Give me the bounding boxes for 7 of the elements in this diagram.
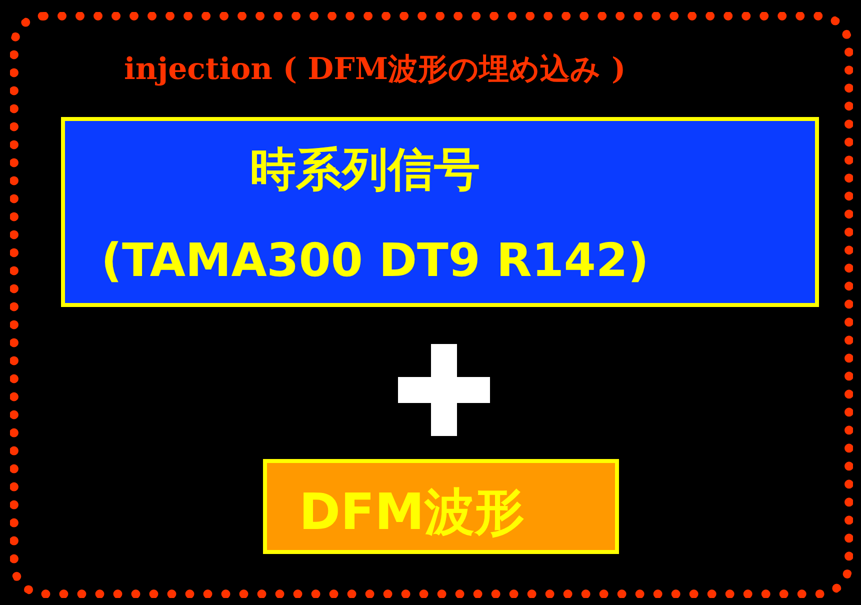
- box-title: 時系列信号: [250, 141, 480, 198]
- dotted-frame: [10, 12, 853, 598]
- waveform-box: [263, 459, 619, 554]
- heading: injection ( DFM波形の埋め込み ): [124, 51, 626, 89]
- signal-box: [61, 117, 819, 307]
- box-title: DFM波形: [299, 482, 524, 543]
- box-subtitle: (TAMA300 DT9 R142): [101, 233, 649, 287]
